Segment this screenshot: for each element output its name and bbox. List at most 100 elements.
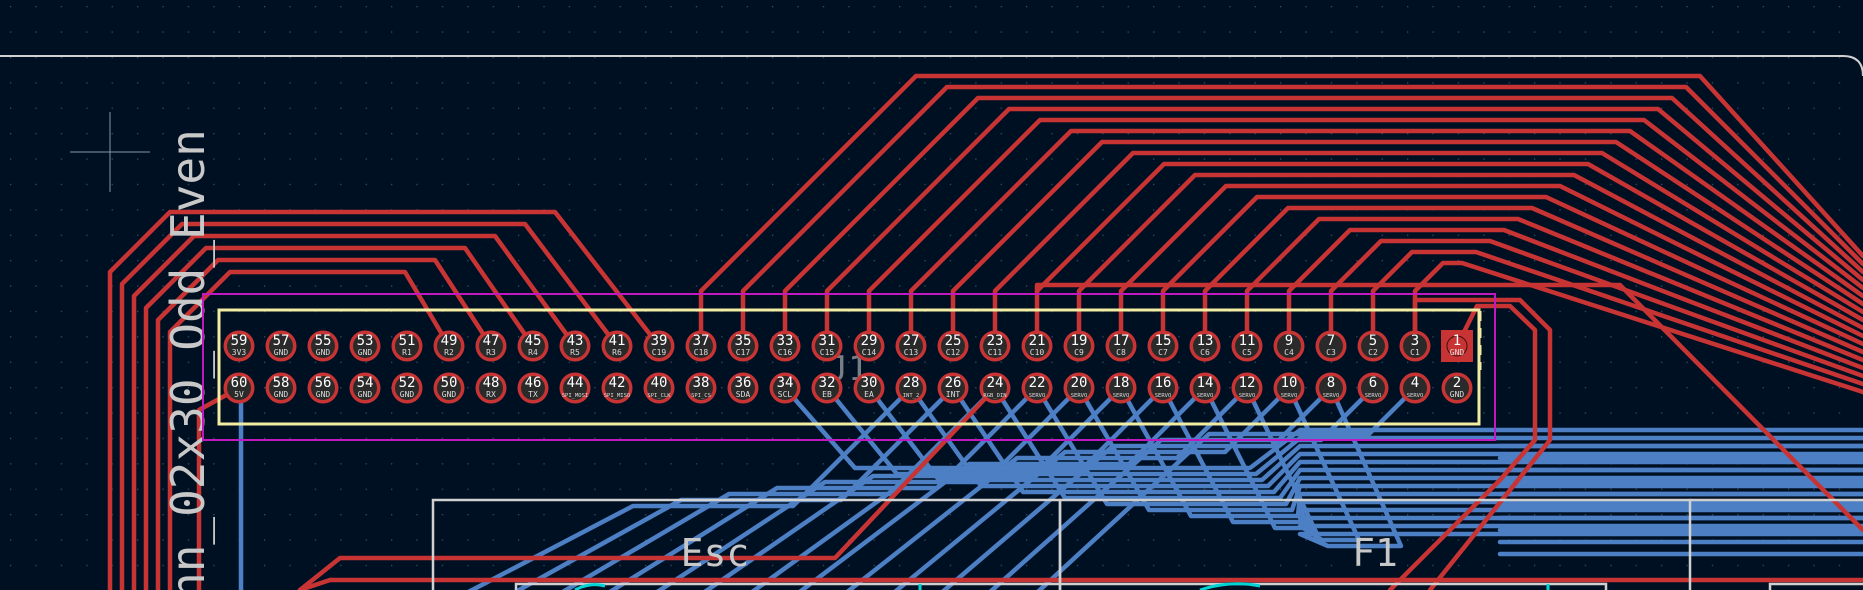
pad-number: 23 xyxy=(987,333,1004,349)
pad-net-label: C2 xyxy=(1368,348,1378,357)
pad-number: 59 xyxy=(231,333,248,349)
pad-hole xyxy=(1109,376,1133,400)
pad-number: 55 xyxy=(315,333,332,349)
back-trace xyxy=(866,385,1863,483)
pad-number: 53 xyxy=(357,333,374,349)
pad-hole xyxy=(1235,334,1259,358)
pad-number: 5 xyxy=(1369,333,1377,349)
pad-hole xyxy=(731,376,755,400)
pad-net-label: SDA xyxy=(736,390,751,399)
back-trace xyxy=(950,385,1863,495)
front-trace xyxy=(119,221,620,590)
pad-net-label: C3 xyxy=(1326,348,1336,357)
pad-number: 47 xyxy=(483,333,500,349)
connector-pad[interactable]: 5C2 xyxy=(1357,330,1389,362)
front-trace xyxy=(297,385,998,590)
back-trace xyxy=(1036,385,1418,590)
pad-net-label: C19 xyxy=(652,348,667,357)
pad-hole xyxy=(983,334,1007,358)
pad-hole xyxy=(1403,334,1427,358)
pad-number: 4 xyxy=(1411,375,1419,391)
pad-number: 45 xyxy=(525,333,542,349)
pad-hole xyxy=(983,376,1007,400)
pad-net-label: SERVO xyxy=(1113,393,1130,399)
pad-net-label: C14 xyxy=(862,348,877,357)
pad-number: 48 xyxy=(483,375,500,391)
back-trace xyxy=(1034,385,1863,507)
connector-pad[interactable]: 9C4 xyxy=(1273,330,1305,362)
front-trace xyxy=(1412,297,1553,590)
pad-hole xyxy=(857,376,881,400)
pad-hole xyxy=(269,376,293,400)
pad-number: 26 xyxy=(945,375,962,391)
pad-net-label: SERVO xyxy=(1407,393,1424,399)
pad-number: 37 xyxy=(693,333,710,349)
pad-hole xyxy=(1025,334,1049,358)
pad-net-label: C10 xyxy=(1030,348,1045,357)
connector-pad[interactable]: 3C1 xyxy=(1399,330,1431,362)
pad-net-label: SPI_MISO xyxy=(604,393,631,399)
pad-hole xyxy=(227,334,251,358)
pad-net-label: GND xyxy=(274,390,289,399)
pad-net-label: C13 xyxy=(904,348,919,357)
connector-pad[interactable]: 7C3 xyxy=(1315,330,1347,362)
